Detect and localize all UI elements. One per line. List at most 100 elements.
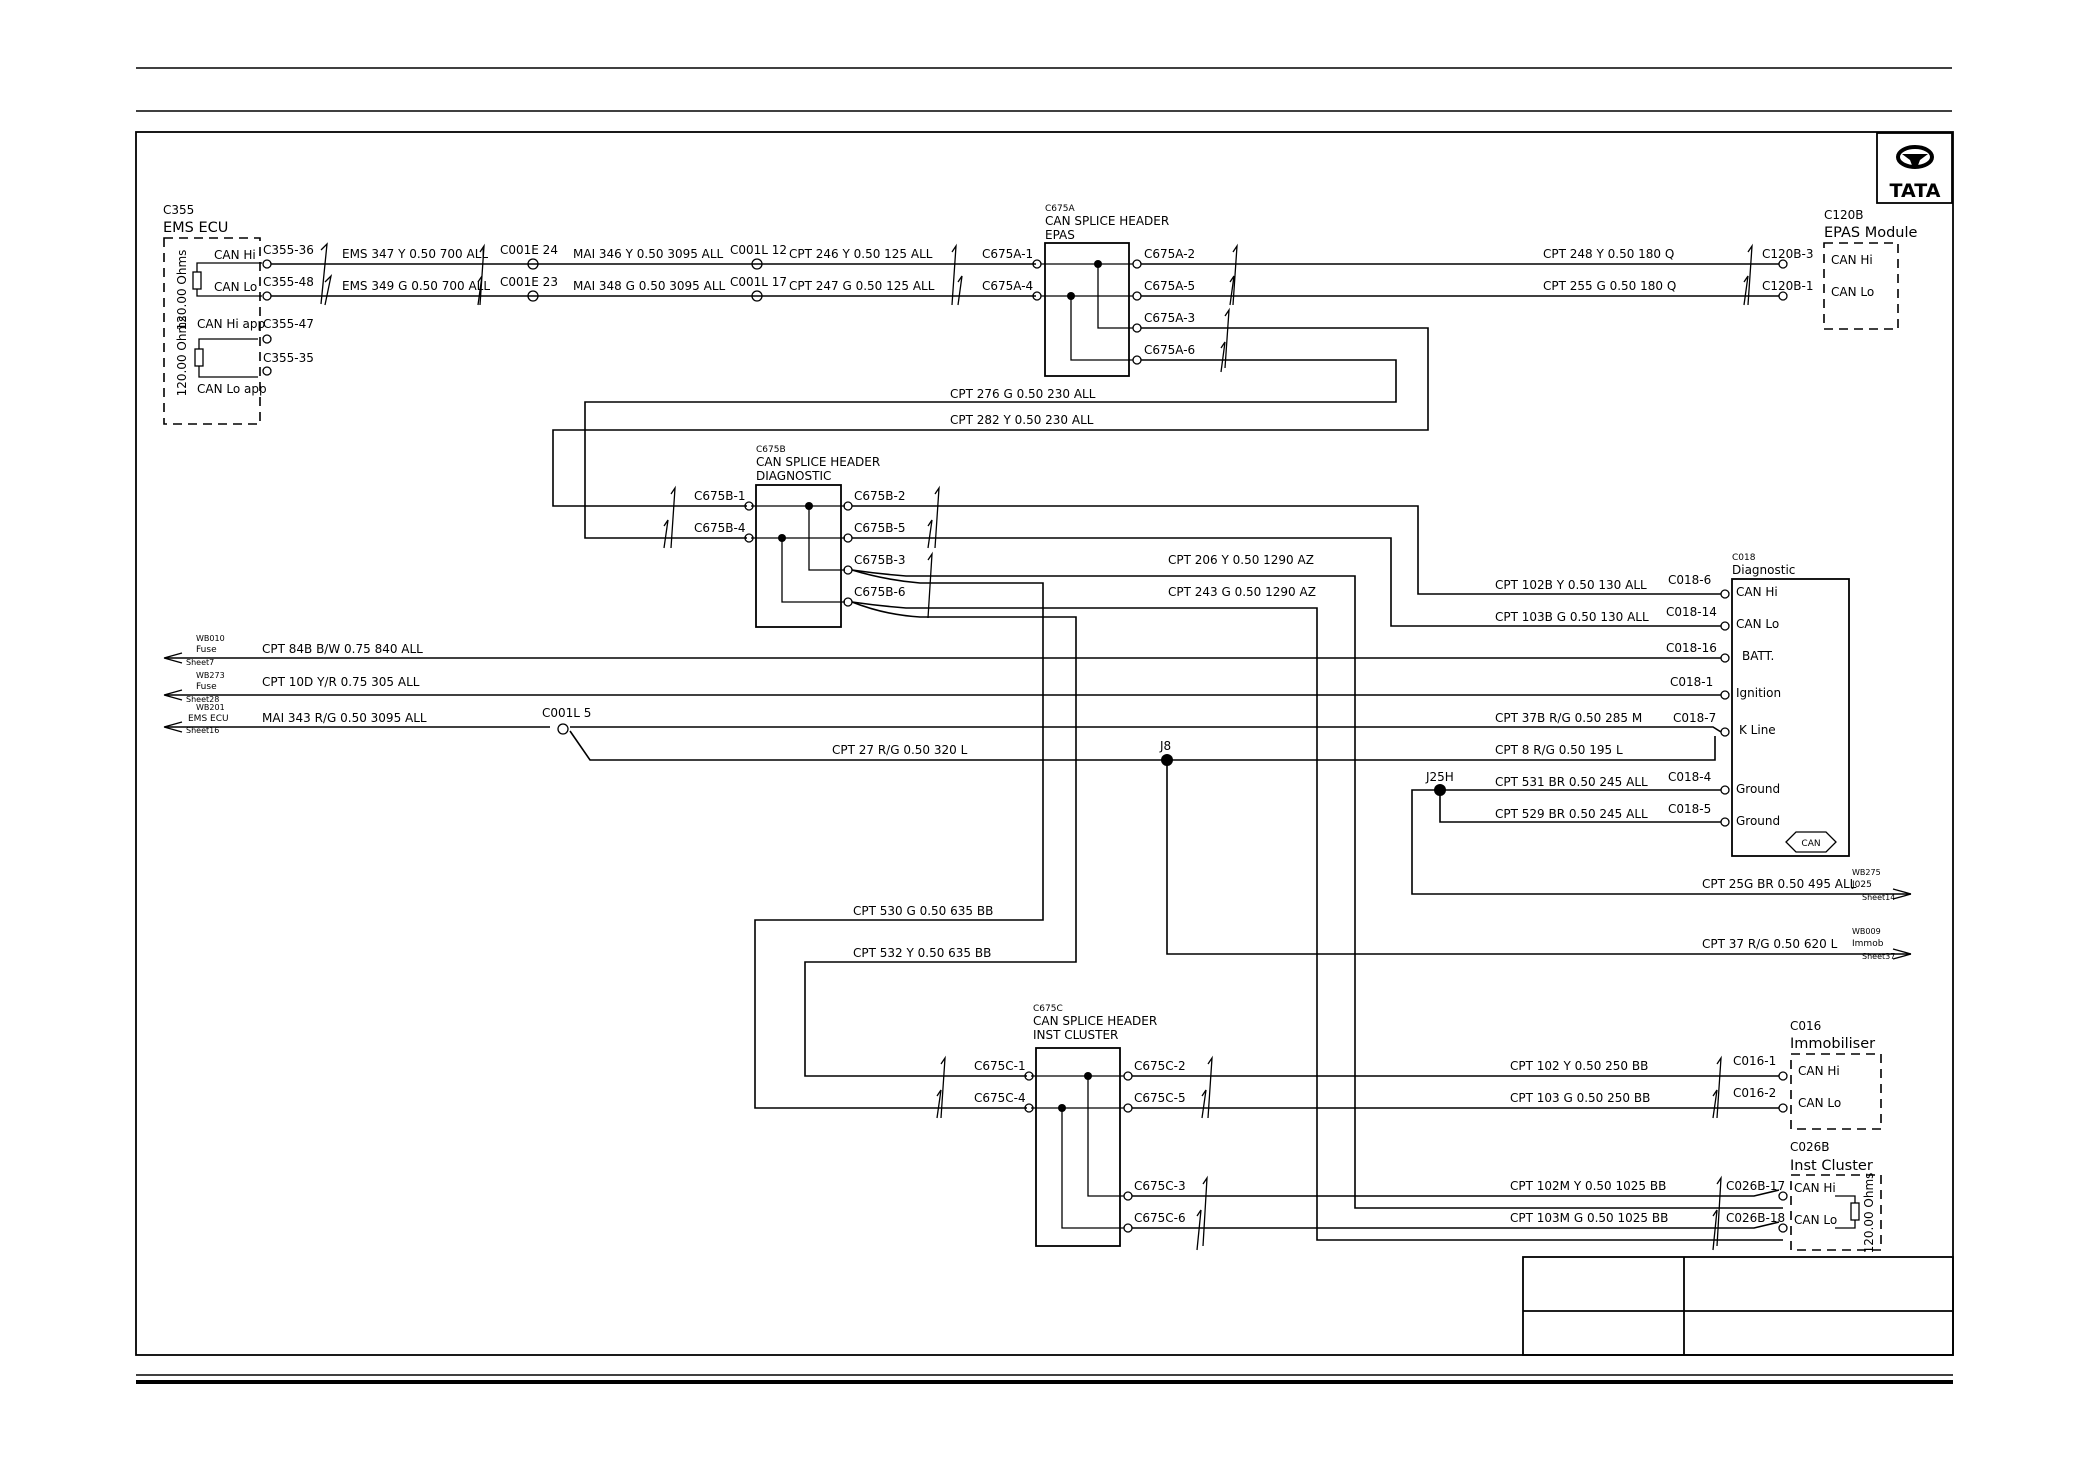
pin-c120b-1: C120B-1 <box>1762 279 1813 293</box>
ems-ecu-resistor-label-2: 120.00 Ohms <box>175 316 189 397</box>
wb273-sheet: Sheet28 <box>186 695 219 704</box>
c675b-code: C675B <box>756 445 786 455</box>
wire-cpt-243: CPT 243 G 0.50 1290 AZ <box>1168 585 1316 599</box>
wire-cpt-102: CPT 102 Y 0.50 250 BB <box>1510 1059 1648 1073</box>
wire-mai-348: MAI 348 G 0.50 3095 ALL <box>573 279 726 293</box>
ems-ecu-pin-can-lo: CAN Lo <box>214 280 257 294</box>
title-block <box>1522 1256 1954 1356</box>
power-wires <box>163 652 1912 960</box>
pin-c675a-6: C675A-6 <box>1144 343 1195 357</box>
wire-cpt-37b: CPT 37B R/G 0.50 285 M <box>1495 711 1642 725</box>
pin-c675a-2: C675A-2 <box>1144 247 1195 261</box>
c675b-output-wires <box>754 485 1783 1241</box>
c675a-code: C675A <box>1045 204 1075 214</box>
immob-pin-can-hi: CAN Hi <box>1798 1064 1840 1078</box>
pin-c026b-18: C026B-18 <box>1726 1211 1785 1225</box>
pin-c001l-5: C001L 5 <box>542 706 591 720</box>
junction-j25h-label: J25H <box>1425 770 1454 784</box>
pin-c675b-6: C675B-6 <box>854 585 905 599</box>
inst-pin-can-lo: CAN Lo <box>1794 1213 1837 1227</box>
diag-pin-ground-1: Ground <box>1736 782 1780 796</box>
pin-c001l-12: C001L 12 <box>730 243 787 257</box>
wb010-sheet: Sheet7 <box>186 658 214 667</box>
offsheet-wb201: WB201 EMS ECU Sheet16 <box>186 703 229 735</box>
wb010-name: Fuse <box>196 645 217 655</box>
c675c-output-wires <box>936 1055 1788 1251</box>
wb009-sheet: Sheet37 <box>1862 952 1895 961</box>
wb273-id: WB273 <box>196 671 225 680</box>
wire-cpt-276: CPT 276 G 0.50 230 ALL <box>950 387 1096 401</box>
epas-wires <box>1141 243 1788 306</box>
wire-cpt-531: CPT 531 BR 0.50 245 ALL <box>1495 775 1648 789</box>
pin-c675b-5: C675B-5 <box>854 521 905 535</box>
pin-c018-5: C018-5 <box>1668 802 1711 816</box>
wire-cpt-103: CPT 103 G 0.50 250 BB <box>1510 1091 1650 1105</box>
ems-ecu-resistor-label-1: 120.00 Ohms <box>175 250 189 331</box>
offsheet-wb273: WB273 Fuse Sheet28 <box>186 671 225 704</box>
wire-cpt-246: CPT 246 Y 0.50 125 ALL <box>789 247 933 261</box>
wb009-name: Immob <box>1852 939 1884 949</box>
c675c-code: C675C <box>1033 1004 1063 1014</box>
offsheet-wb009: WB009 Immob Sheet37 <box>1852 927 1895 961</box>
pin-c001e-23: C001E 23 <box>500 275 558 289</box>
c675c-line1: CAN SPLICE HEADER <box>1033 1014 1157 1028</box>
epas-pin-can-lo: CAN Lo <box>1831 285 1874 299</box>
c675a-splice-header: C675A CAN SPLICE HEADER EPAS <box>1041 204 1169 377</box>
termination-resistor <box>192 271 202 290</box>
pin-c018-1: C018-1 <box>1670 675 1713 689</box>
ems-ecu-pin-can-lo-app: CAN Lo app <box>197 382 267 396</box>
ems-ecu-pin-can-hi-app: CAN Hi app <box>197 317 265 331</box>
diag-pin-ignition: Ignition <box>1736 686 1781 700</box>
wire-cpt-102m: CPT 102M Y 0.50 1025 BB <box>1510 1179 1666 1193</box>
wire-cpt-8: CPT 8 R/G 0.50 195 L <box>1495 743 1623 757</box>
pin-c016-1: C016-1 <box>1733 1054 1776 1068</box>
wb201-name: EMS ECU <box>188 714 229 724</box>
diag-pin-can-hi: CAN Hi <box>1736 585 1778 599</box>
epas-code: C120B <box>1824 208 1864 222</box>
wb201-sheet: Sheet16 <box>186 726 219 735</box>
pin-c355-47: C355-47 <box>263 317 314 331</box>
diagnostic-connector: C018 Diagnostic CAN Hi CAN Lo BATT. Igni… <box>1720 553 1850 857</box>
pin-c675a-1: C675A-1 <box>982 247 1033 261</box>
logo-text: TATA <box>1890 180 1941 202</box>
pin-c675c-4: C675C-4 <box>974 1091 1026 1105</box>
c675c-line2: INST CLUSTER <box>1033 1028 1118 1042</box>
pin-c675b-2: C675B-2 <box>854 489 905 503</box>
pin-c675a-4: C675A-4 <box>982 279 1033 293</box>
diag-name: Diagnostic <box>1732 563 1795 577</box>
wire-cpt-282: CPT 282 Y 0.50 230 ALL <box>950 413 1094 427</box>
pin-c675a-5: C675A-5 <box>1144 279 1195 293</box>
diag-can-label: CAN <box>1801 839 1820 849</box>
pin-c675a-3: C675A-3 <box>1144 311 1195 325</box>
wire-cpt-37: CPT 37 R/G 0.50 620 L <box>1702 937 1838 951</box>
epas-name: EPAS Module <box>1824 225 1918 241</box>
immobiliser-module: C016 Immobiliser CAN Hi CAN Lo <box>1790 1019 1882 1130</box>
wire-cpt-84b: CPT 84B B/W 0.75 840 ALL <box>262 642 423 656</box>
offsheet-wb275: WB275 J025 Sheet14 <box>1851 868 1895 902</box>
wire-cpt-530: CPT 530 G 0.50 635 BB <box>853 904 993 918</box>
inst-pin-can-hi: CAN Hi <box>1794 1181 1836 1195</box>
pin-c016-2: C016-2 <box>1733 1086 1776 1100</box>
can-main-wires <box>271 242 1042 306</box>
pin-c675b-3: C675B-3 <box>854 553 905 567</box>
inst-cluster-module: C026B Inst Cluster CAN Hi CAN Lo 120.00 … <box>1790 1140 1882 1253</box>
pin-c001e-24: C001E 24 <box>500 243 558 257</box>
wb009-id: WB009 <box>1852 927 1881 936</box>
pin-c018-14: C018-14 <box>1666 605 1717 619</box>
pin-c001l-17: C001L 17 <box>730 275 787 289</box>
diag-pin-can-lo: CAN Lo <box>1736 617 1779 631</box>
wire-cpt-248: CPT 248 Y 0.50 180 Q <box>1543 247 1674 261</box>
pin-c675c-6: C675C-6 <box>1134 1211 1186 1225</box>
wire-cpt-247: CPT 247 G 0.50 125 ALL <box>789 279 935 293</box>
c675b-line1: CAN SPLICE HEADER <box>756 455 880 469</box>
wire-mai-346: MAI 346 Y 0.50 3095 ALL <box>573 247 724 261</box>
wire-cpt-255: CPT 255 G 0.50 180 Q <box>1543 279 1676 293</box>
ems-ecu-module: C355 EMS ECU CAN Hi CAN Lo CAN Hi app CA… <box>163 203 267 425</box>
wire-cpt-10d: CPT 10D Y/R 0.75 305 ALL <box>262 675 420 689</box>
wb273-name: Fuse <box>196 682 217 692</box>
c675a-to-c675b-wires <box>552 307 1429 549</box>
wire-cpt-103m: CPT 103M G 0.50 1025 BB <box>1510 1211 1668 1225</box>
wb275-name: J025 <box>1851 880 1872 890</box>
pin-c675c-1: C675C-1 <box>974 1059 1026 1073</box>
